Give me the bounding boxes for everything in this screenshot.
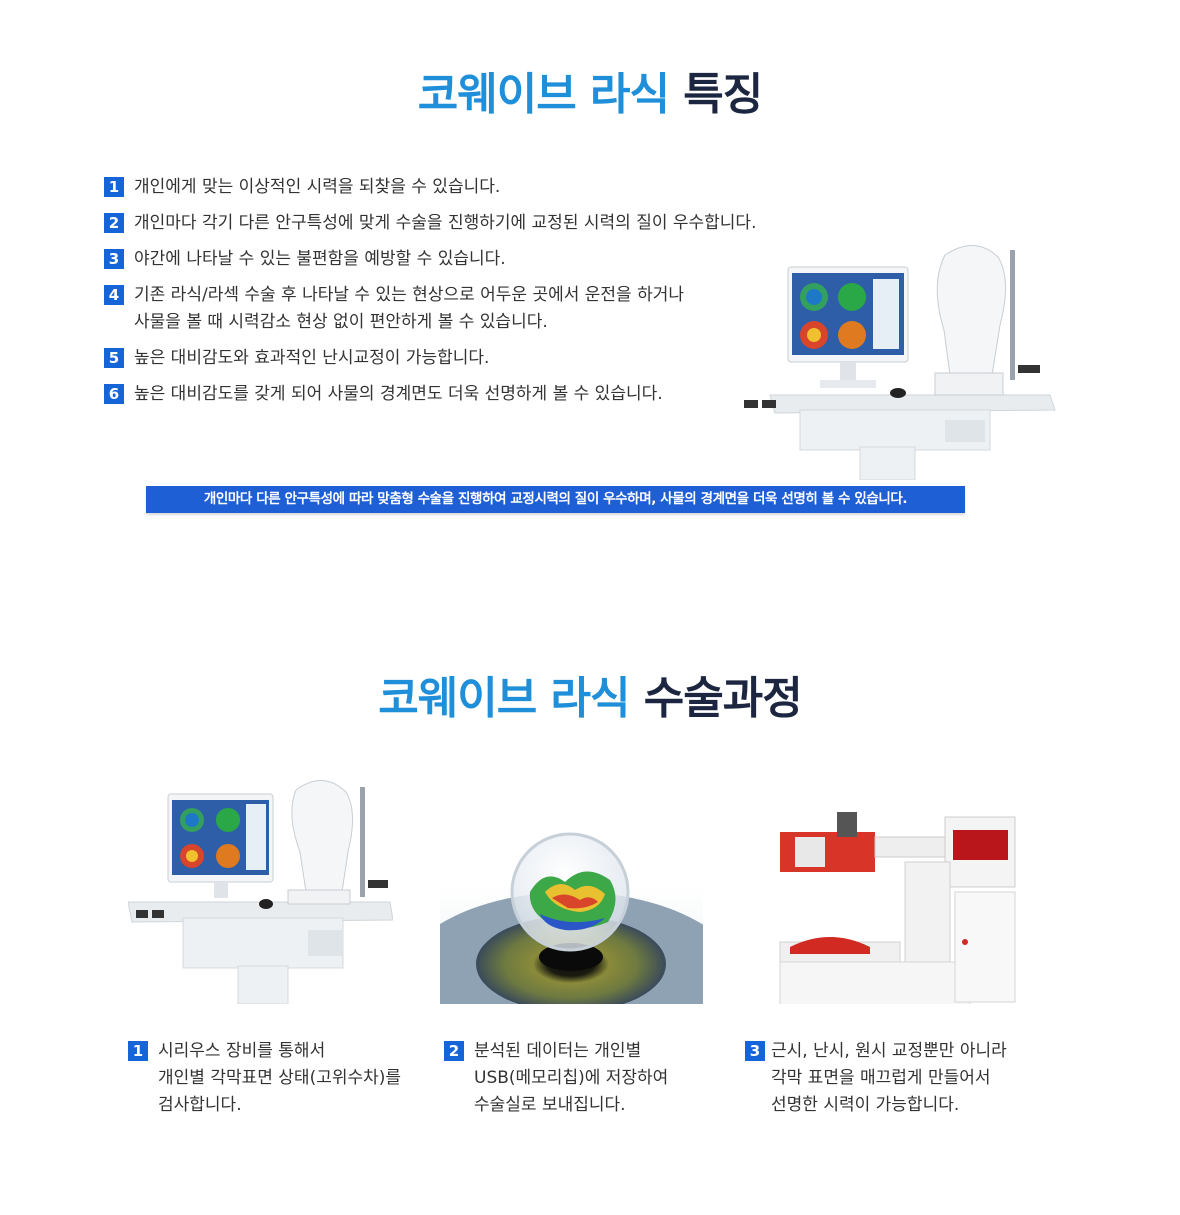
step3-image — [775, 742, 1040, 1004]
step-number-badge: 2 — [444, 1041, 464, 1061]
process-step: 1 시리우스 장비를 통해서 개인별 각막표면 상태(고위수차)를 검사합니다. — [128, 1038, 438, 1119]
features-title-brand: 코웨이브 라식 — [417, 69, 670, 120]
features-title-suffix: 특징 — [683, 69, 763, 120]
feature-item: 2 개인마다 각기 다른 안구특성에 맞게 수술을 진행하기에 교정된 시력의 … — [104, 210, 864, 237]
process-title: 코웨이브 라식 수술과정 — [0, 662, 1180, 726]
step-text: 근시, 난시, 원시 교정뿐만 아니라 각막 표면을 매끄럽게 만들어서 선명한… — [771, 1041, 1007, 1115]
sirius-device-illustration — [744, 245, 1056, 480]
eye-topography-icon — [440, 832, 703, 1004]
process-title-suffix: 수술과정 — [643, 673, 803, 724]
features-title: 코웨이브 라식 특징 — [0, 58, 1180, 122]
step-number-badge: 3 — [745, 1041, 765, 1061]
feature-item: 5 높은 대비감도와 효과적인 난시교정이 가능합니다. — [104, 345, 864, 372]
summary-banner: 개인마다 다른 안구특성에 따라 맞춤형 수술을 진행하여 교정시력의 질이 우… — [146, 486, 965, 513]
sirius-device-icon — [128, 780, 393, 1004]
excimer-laser-icon — [779, 812, 1016, 1004]
feature-list: 1 개인에게 맞는 이상적인 시력을 되찾을 수 있습니다. 2 개인마다 각기… — [104, 174, 864, 417]
feature-item: 4 기존 라식/라섹 수술 후 나타날 수 있는 현상으로 어두운 곳에서 운전… — [104, 282, 864, 336]
feature-item: 3 야간에 나타날 수 있는 불편함을 예방할 수 있습니다. — [104, 246, 864, 273]
process-step: 2 분석된 데이터는 개인별 USB(메모리칩)에 저장하여 수술실로 보내집니… — [444, 1038, 744, 1119]
feature-number-badge: 6 — [104, 384, 124, 404]
step-number-badge: 1 — [128, 1041, 148, 1061]
feature-text: 높은 대비감도와 효과적인 난시교정이 가능합니다. — [134, 348, 490, 368]
step-text: 분석된 데이터는 개인별 USB(메모리칩)에 저장하여 수술실로 보내집니다. — [474, 1041, 669, 1115]
feature-text: 높은 대비감도를 갖게 되어 사물의 경계면도 더욱 선명하게 볼 수 있습니다… — [134, 384, 663, 404]
feature-number-badge: 4 — [104, 285, 124, 305]
process-title-brand: 코웨이브 라식 — [378, 673, 630, 724]
feature-number-badge: 3 — [104, 249, 124, 269]
process-step: 3 근시, 난시, 원시 교정뿐만 아니라 각막 표면을 매끄럽게 만들어서 선… — [745, 1038, 1065, 1119]
step-text: 시리우스 장비를 통해서 개인별 각막표면 상태(고위수차)를 검사합니다. — [158, 1041, 402, 1115]
step1-image — [128, 742, 393, 1004]
feature-text: 기존 라식/라섹 수술 후 나타날 수 있는 현상으로 어두운 곳에서 운전을 … — [134, 285, 685, 332]
feature-item: 6 높은 대비감도를 갖게 되어 사물의 경계면도 더욱 선명하게 볼 수 있습… — [104, 381, 864, 408]
feature-number-badge: 1 — [104, 177, 124, 197]
step2-image — [440, 742, 703, 1004]
feature-item: 1 개인에게 맞는 이상적인 시력을 되찾을 수 있습니다. — [104, 174, 864, 201]
feature-number-badge: 2 — [104, 213, 124, 233]
feature-text: 개인마다 각기 다른 안구특성에 맞게 수술을 진행하기에 교정된 시력의 질이… — [134, 213, 757, 233]
feature-text: 개인에게 맞는 이상적인 시력을 되찾을 수 있습니다. — [134, 177, 501, 197]
feature-number-badge: 5 — [104, 348, 124, 368]
feature-text: 야간에 나타날 수 있는 불편함을 예방할 수 있습니다. — [134, 249, 506, 269]
